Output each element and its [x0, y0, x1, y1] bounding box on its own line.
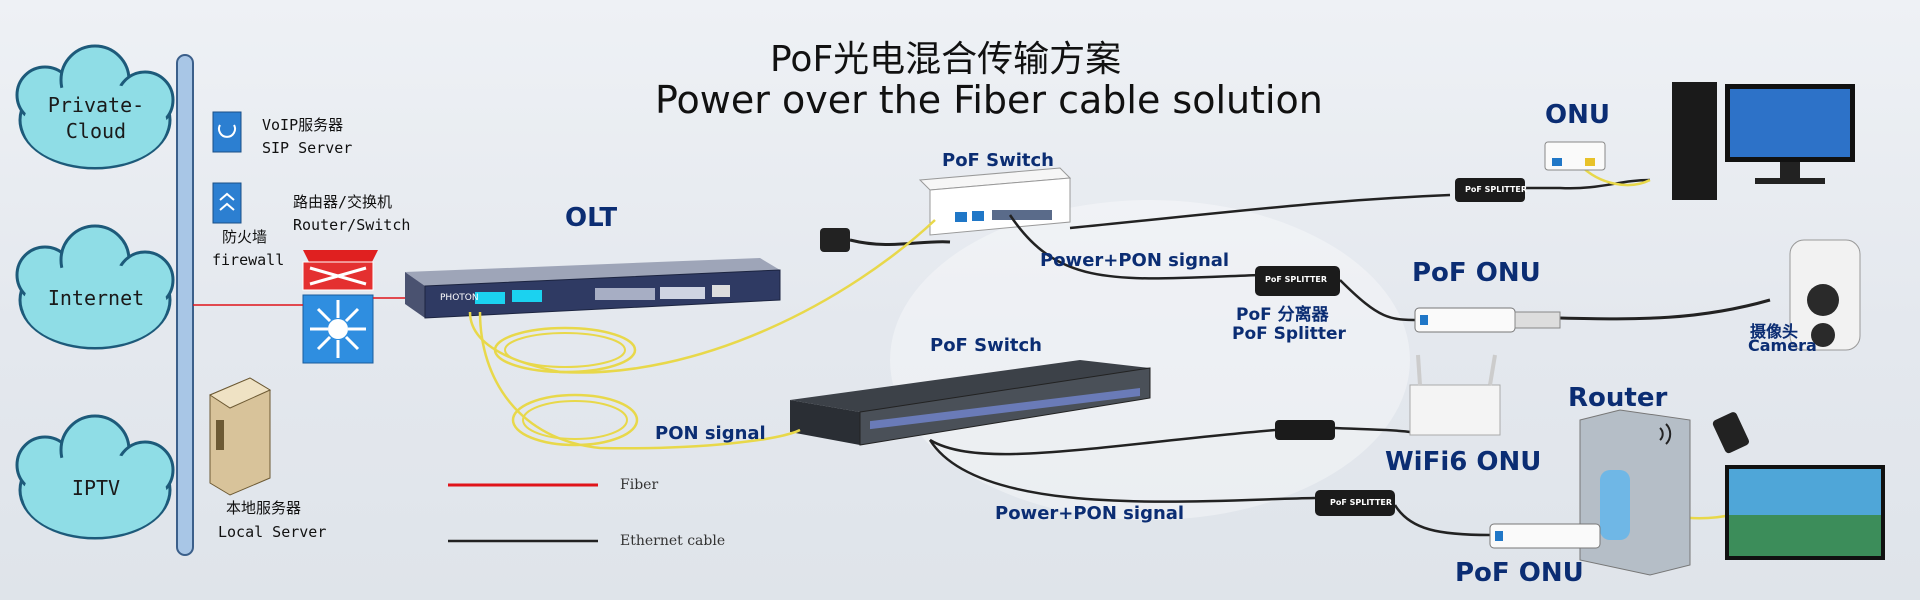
olt-label: OLT — [565, 203, 618, 233]
pof-splitter-label-en: PoF Splitter — [1232, 324, 1346, 344]
power-pon-signal-2: Power+PON signal — [995, 503, 1185, 524]
router-device — [1579, 409, 1691, 576]
voip-label-cn: VoIP服务器 — [262, 116, 344, 134]
cloud-private-label: Private- Cloud — [47, 93, 145, 143]
pof-splitter-label-cn: PoF 分离器 — [1236, 305, 1329, 325]
pof-onu-2-device — [1489, 523, 1601, 549]
pof-splitter-box-4 — [1315, 490, 1395, 516]
firewall-label-en: firewall — [212, 251, 285, 269]
voip-server-icon — [212, 111, 242, 153]
pof-splitter-box-3 — [1275, 420, 1335, 440]
splitter-box-1-text: PoF SPLITTER — [1465, 185, 1528, 194]
tv-device — [1725, 465, 1885, 560]
pon-signal-label: PON signal — [655, 423, 766, 444]
wifi-icon — [1659, 423, 1672, 445]
pof-onu-1-device — [1414, 307, 1561, 333]
wifi6-onu-label: WiFi6 ONU — [1385, 447, 1542, 477]
splitter-box-3-text: PoF SPLITTER — [1330, 498, 1393, 507]
router-label-en: Router/Switch — [293, 216, 411, 234]
camera-device — [1789, 239, 1861, 351]
cloud-iptv-label: IPTV — [71, 476, 121, 500]
pof-splitter-box-2 — [1255, 266, 1340, 296]
legend-ethernet-label: Ethernet cable — [620, 533, 726, 549]
legend-fiber-label: Fiber — [620, 477, 659, 493]
cloud-iptv — [15, 414, 175, 540]
pof-switch-mid-device — [790, 360, 1151, 446]
wifi6-onu-device — [1409, 354, 1501, 436]
title-en: Power over the Fiber cable solution — [655, 78, 1323, 122]
power-pon-signal-1: Power+PON signal — [1040, 250, 1230, 271]
voip-label-en: SIP Server — [262, 139, 353, 157]
pof-onu-2-label: PoF ONU — [1455, 558, 1584, 588]
router-switch-icon — [302, 250, 378, 364]
firewall-label-cn: 防火墙 — [222, 228, 268, 246]
local-server-label-cn: 本地服务器 — [226, 499, 302, 517]
camera-label-en: Camera — [1748, 336, 1817, 355]
olt-brand: PHOTON — [440, 293, 479, 303]
pof-splitter-box-1 — [1455, 178, 1525, 202]
cloud-internet-label: Internet — [47, 286, 145, 310]
router-label: Router — [1568, 383, 1668, 413]
cloud-private — [15, 44, 175, 170]
pof-switch-top-device — [918, 167, 1072, 236]
power-adapter — [820, 228, 951, 252]
olt-device — [405, 258, 781, 319]
backbone-pole — [176, 54, 194, 556]
onu-top-device — [1544, 141, 1606, 171]
pof-switch-top-label: PoF Switch — [942, 150, 1054, 171]
title-cn: PoF光电混合传输方案 — [770, 39, 1122, 80]
pof-switch-mid-label: PoF Switch — [930, 335, 1042, 356]
firewall-icon — [212, 182, 242, 224]
local-server-label-en: Local Server — [218, 523, 327, 541]
pof-onu-1-label: PoF ONU — [1412, 258, 1541, 288]
router-label-cn: 路由器/交换机 — [293, 193, 393, 211]
splitter-box-2-text: PoF SPLITTER — [1265, 275, 1328, 284]
pc-device — [1672, 82, 1855, 200]
camera-label-cn: 摄像头 — [1750, 322, 1799, 341]
onu-top-label: ONU — [1545, 100, 1610, 130]
local-server-icon — [208, 377, 272, 496]
phone-device — [1712, 412, 1749, 454]
cloud-internet — [15, 224, 175, 350]
